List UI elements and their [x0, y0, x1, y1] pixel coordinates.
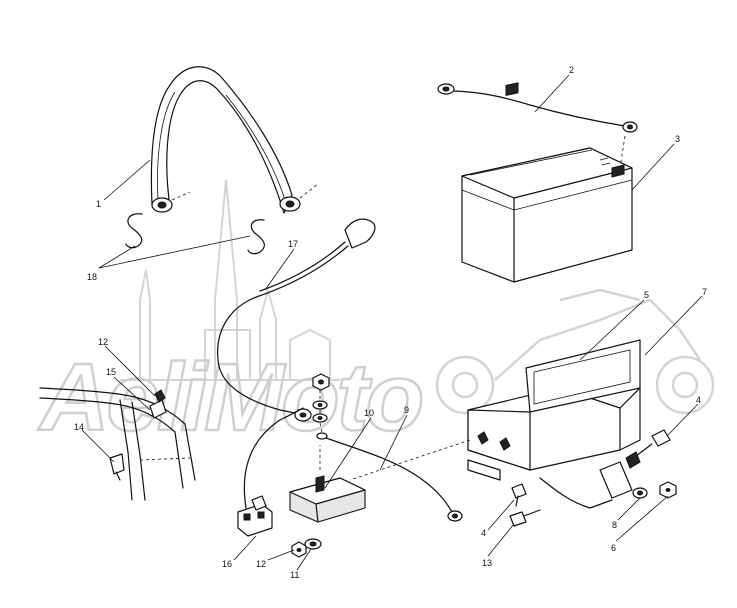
battery-strap — [150, 66, 319, 214]
leader-lines — [81, 74, 703, 571]
watermark-text: AeliMoto — [38, 344, 422, 451]
callout-4-bottom: 4 — [481, 528, 486, 538]
frame-section — [39, 387, 196, 501]
callout-8: 8 — [612, 520, 617, 530]
bottom-bolt-13 — [509, 509, 541, 527]
terminal-nut-stack — [312, 373, 330, 440]
callout-18: 18 — [87, 272, 97, 282]
right-nut-6 — [659, 481, 677, 499]
s-hook-left — [125, 213, 143, 249]
callout-2: 2 — [569, 65, 574, 75]
watermark-motorcycle-silhouette — [435, 288, 715, 415]
callout-9: 9 — [404, 405, 409, 415]
battery-cable-top — [437, 83, 638, 169]
callout-17: 17 — [288, 239, 298, 249]
battery — [461, 82, 633, 283]
bottom-nut-washer — [291, 538, 322, 558]
bottom-bolt-4 — [511, 483, 527, 507]
callout-16: 16 — [222, 559, 232, 569]
callout-12-bottom: 12 — [256, 559, 266, 569]
right-bolt — [625, 429, 671, 469]
callout-7: 7 — [702, 287, 707, 297]
callout-6: 6 — [611, 543, 616, 553]
watermark-church-silhouette — [120, 179, 340, 381]
callout-12-top: 12 — [98, 337, 108, 347]
callout-3: 3 — [675, 134, 680, 144]
battery-tray — [349, 339, 641, 509]
main-cable — [217, 218, 376, 422]
callout-15: 15 — [106, 367, 116, 377]
watermark: AeliMoto — [37, 179, 715, 452]
callout-4-right: 4 — [696, 395, 701, 405]
connector-block — [237, 407, 304, 537]
s-hook-right — [247, 219, 265, 255]
callout-labels: 1 2 3 4 4 5 6 7 8 9 10 11 12 12 13 14 15… — [74, 65, 707, 580]
callout-14: 14 — [74, 422, 84, 432]
callout-5: 5 — [644, 290, 649, 300]
right-washer-8 — [632, 487, 648, 499]
callout-11: 11 — [290, 570, 299, 580]
callout-10: 10 — [364, 408, 374, 418]
solenoid — [289, 445, 366, 523]
callout-13: 13 — [482, 558, 492, 568]
callout-1: 1 — [96, 199, 101, 209]
